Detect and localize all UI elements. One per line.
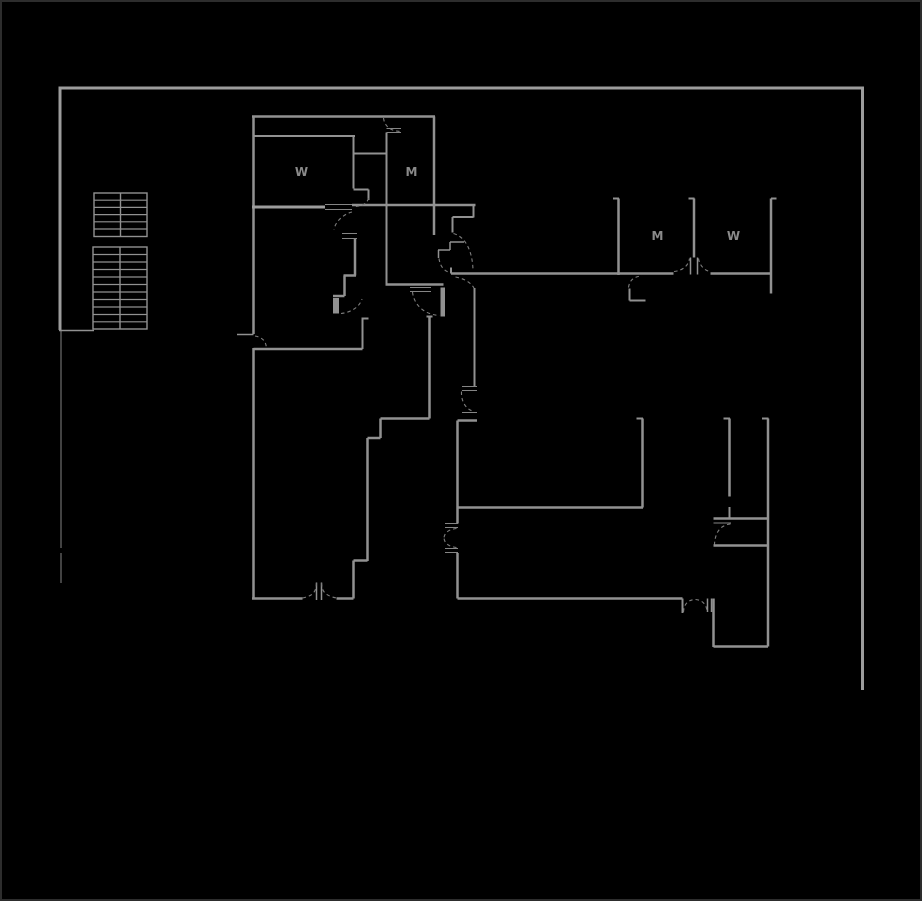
door-swing-arc [627, 275, 643, 288]
door-panel [333, 298, 339, 314]
door-swing-arc [460, 391, 475, 413]
door-swing-arc [438, 258, 451, 274]
door-swing-arc [320, 582, 337, 599]
door-swing-arc [455, 276, 475, 289]
door-panel [440, 287, 445, 317]
door-swing-arc [697, 258, 711, 273]
door-swing-arc [411, 291, 440, 317]
door-swing-arc [682, 598, 695, 613]
door-swing-arc [443, 527, 457, 539]
room-label: M [652, 229, 664, 243]
door-swing-arc [713, 523, 731, 545]
door-swing-arc [673, 258, 691, 273]
room-label: W [295, 165, 308, 179]
door-swing-arc [382, 117, 401, 133]
door-swing-arc [695, 598, 708, 612]
door-swing-arc [254, 335, 268, 349]
door-swing-arc [443, 537, 457, 549]
door-swing-arc [453, 232, 474, 271]
door-swing-arc [340, 298, 363, 315]
door-swing-arc [353, 197, 370, 208]
door-swing-arc [302, 582, 318, 599]
door-swing-arc [333, 211, 353, 230]
room-label: M [406, 165, 418, 179]
room-label: W [727, 229, 740, 243]
